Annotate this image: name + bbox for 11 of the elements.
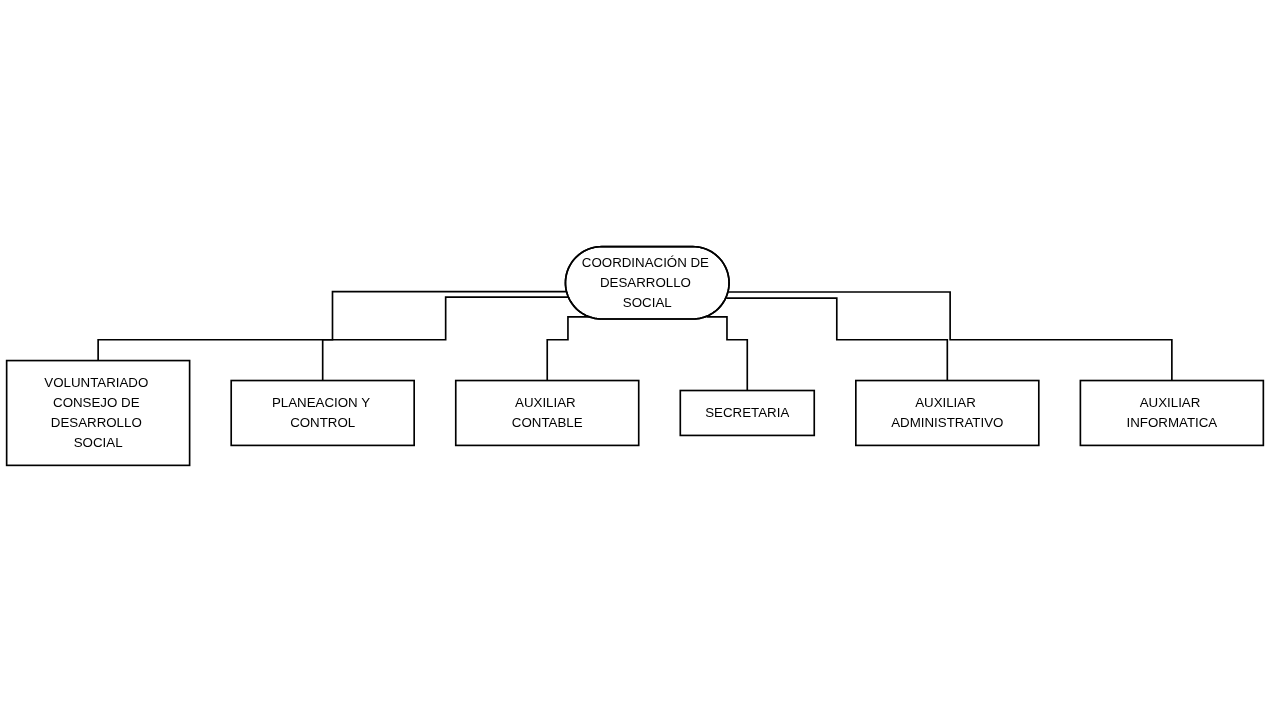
- connector: [321, 296, 570, 382]
- connector: [725, 297, 949, 382]
- node-box: AUXILIAR INFORMATICA: [1079, 379, 1265, 447]
- node-box: AUXILIAR CONTABLE: [454, 379, 640, 447]
- connector: [705, 316, 749, 392]
- node-box: AUXILIAR ADMINISTRATIVO: [855, 379, 1040, 447]
- connector: [727, 291, 1173, 382]
- connector: [97, 290, 568, 362]
- node-box: PLANEACION Y CONTROL: [230, 379, 415, 447]
- node-box: VOLUNTARIADO CONSEJO DE DESARROLLO SOCIAL: [5, 359, 191, 467]
- node-box: SECRETARIA: [679, 389, 816, 437]
